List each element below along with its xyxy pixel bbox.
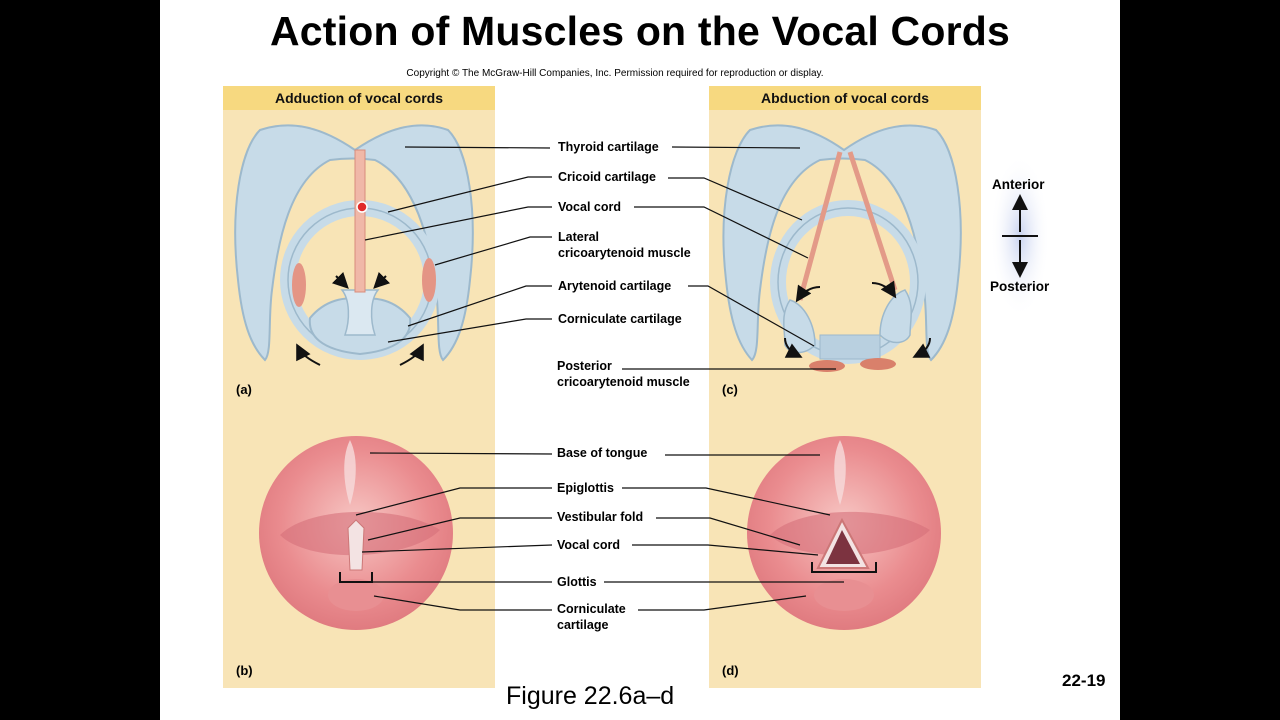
figure-caption: Figure 22.6a–d [506,682,675,710]
orientation-posterior: Posterior [990,279,1050,294]
label-corniculate-cartilage-top: Corniculate cartilage [558,312,682,326]
leader-lines-top [364,146,836,370]
leader-lines-bottom [355,452,844,611]
label-cricoid-cartilage: Cricoid cartilage [558,170,656,184]
panel-label-a: (a) [236,382,252,397]
thyroid-cartilage-shape [234,124,474,362]
page-number: 22-19 [1062,671,1106,690]
adduction-cartilage-diagram [234,124,474,366]
label-lateral-cricoarytenoid: Lateral cricoarytenoid muscle [558,230,691,260]
vocal-cords-closed [354,149,366,293]
vocal-cords-open [797,151,898,301]
label-corniculate-cartilage-bottom: Corniculate cartilage [557,602,626,632]
thyroid-cartilage-shape-c [722,124,962,362]
panel-abduction-heading: Abduction of vocal cords [709,86,981,110]
orientation-indicator [990,154,1050,318]
page-title: Action of Muscles on the Vocal Cords [270,8,1010,54]
label-vestibular-fold: Vestibular fold [557,510,644,524]
copyright-notice: Copyright © The McGraw-Hill Companies, I… [406,68,824,79]
panel-label-c: (c) [722,382,738,397]
label-thyroid-cartilage: Thyroid cartilage [558,140,659,154]
label-glottis: Glottis [557,575,597,589]
label-vocal-cord-top: Vocal cord [558,200,621,214]
adduction-laryngoscope-view [259,436,453,630]
label-epiglottis: Epiglottis [557,481,614,495]
panel-label-b: (b) [236,663,253,678]
orientation-anterior: Anterior [992,177,1045,192]
abduction-laryngoscope-view [747,436,941,630]
panel-label-d: (d) [722,663,739,678]
label-arytenoid-cartilage: Arytenoid cartilage [558,279,672,293]
slide: Action of Muscles on the Vocal Cords Cop… [160,0,1120,720]
abduction-cartilage-diagram [722,124,962,372]
panel-adduction-heading: Adduction of vocal cords [223,86,495,110]
label-vocal-cord-bottom: Vocal cord [557,538,620,552]
label-posterior-cricoarytenoid: Posterior cricoarytenoid muscle [557,359,690,389]
label-base-of-tongue: Base of tongue [557,446,648,460]
vocal-cords-illustration [234,124,1050,630]
